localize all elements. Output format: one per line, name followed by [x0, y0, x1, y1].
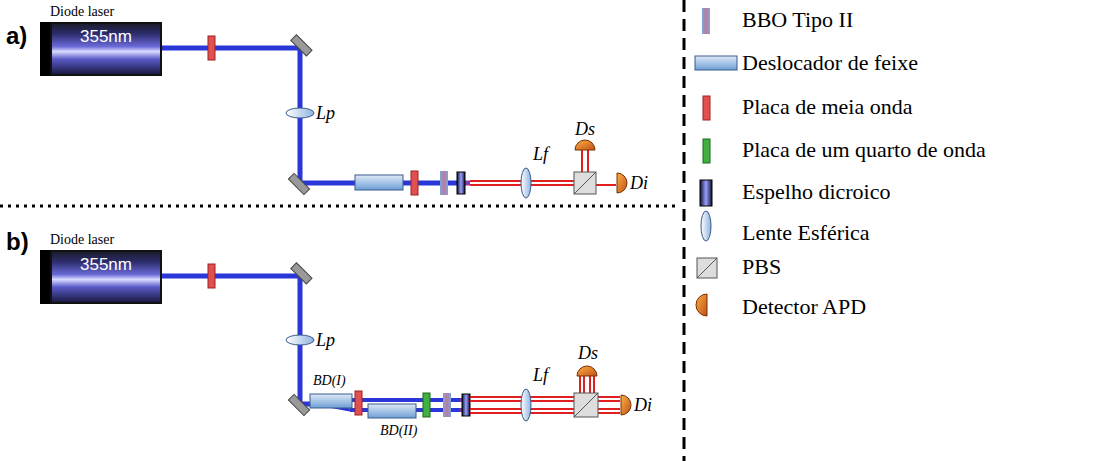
laser-box: Diode laser355nm — [50, 22, 162, 76]
legend-text: BBO Tipo II — [742, 9, 853, 31]
detector-label: Ds — [575, 120, 595, 138]
laser-cap — [40, 22, 50, 76]
legend-text: Placa de meia onda — [742, 96, 912, 118]
lens-label: Lf — [533, 145, 548, 163]
setup-a — [158, 35, 627, 198]
laser-box: Diode laser355nm — [50, 250, 162, 304]
detector-label: Di — [634, 396, 652, 414]
setup-b — [158, 263, 631, 421]
wavelength-label: 355nm — [52, 256, 160, 273]
detector-label: Di — [630, 174, 648, 192]
legend-text: PBS — [742, 256, 781, 278]
legend-text: Lente Esférica — [742, 222, 870, 244]
lens-label: Lp — [316, 331, 335, 349]
lens-label: Lf — [533, 366, 548, 384]
lens-label: Lp — [316, 104, 335, 122]
wavelength-label: 355nm — [52, 28, 160, 45]
laser-label: Diode laser — [50, 5, 114, 19]
legend-text: Detector APD — [742, 296, 866, 318]
panel-label: a) — [6, 24, 27, 48]
legend-divider — [683, 0, 686, 461]
legend-icons — [695, 8, 737, 316]
laser-label: Diode laser — [50, 233, 114, 247]
legend-text: Deslocador de feixe — [742, 52, 918, 74]
legend-text: Placa de um quarto de onda — [742, 139, 986, 161]
component-label: BD(I) — [313, 374, 346, 388]
component-label: BD(II) — [380, 424, 417, 438]
legend-text: Espelho dicroico — [742, 181, 890, 203]
panel-divider — [0, 205, 680, 208]
panel-label: b) — [6, 230, 29, 254]
detector-label: Ds — [578, 344, 598, 362]
laser-cap — [40, 250, 50, 304]
